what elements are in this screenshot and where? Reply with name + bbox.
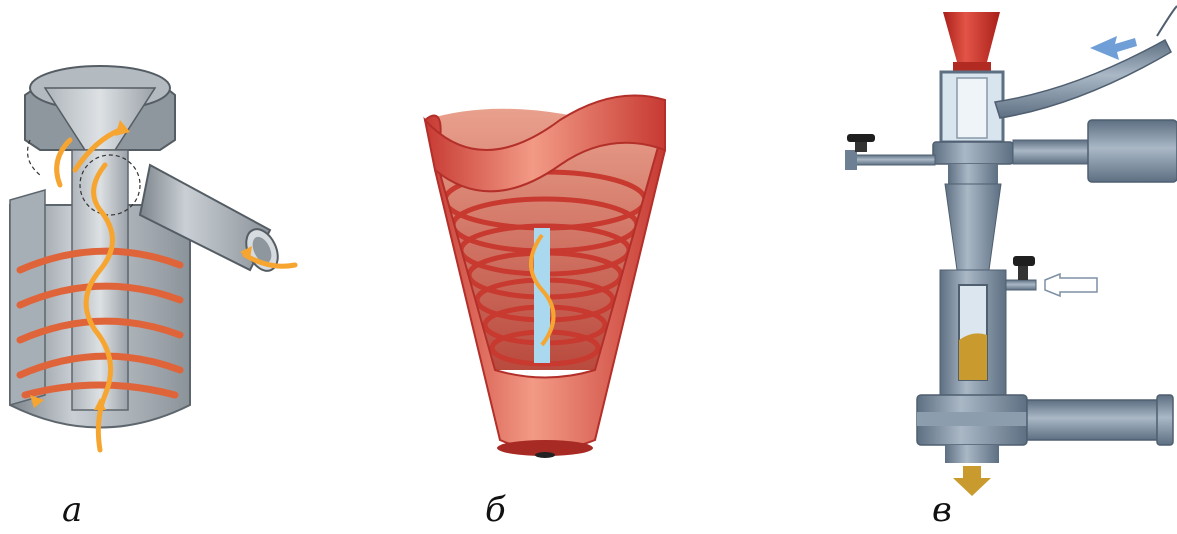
vortex-cone-figure bbox=[410, 0, 680, 480]
hydrocyclone-apparatus-figure bbox=[835, 0, 1177, 500]
hydrocyclone-cutaway-icon bbox=[0, 0, 310, 480]
caption-c: в bbox=[932, 490, 952, 530]
hydrocyclone-cutaway-figure bbox=[0, 0, 310, 480]
caption-a: а bbox=[62, 490, 82, 530]
vortex-cone-icon bbox=[410, 0, 680, 480]
caption-b: б bbox=[485, 490, 506, 530]
hydrocyclone-apparatus-icon bbox=[835, 0, 1177, 500]
